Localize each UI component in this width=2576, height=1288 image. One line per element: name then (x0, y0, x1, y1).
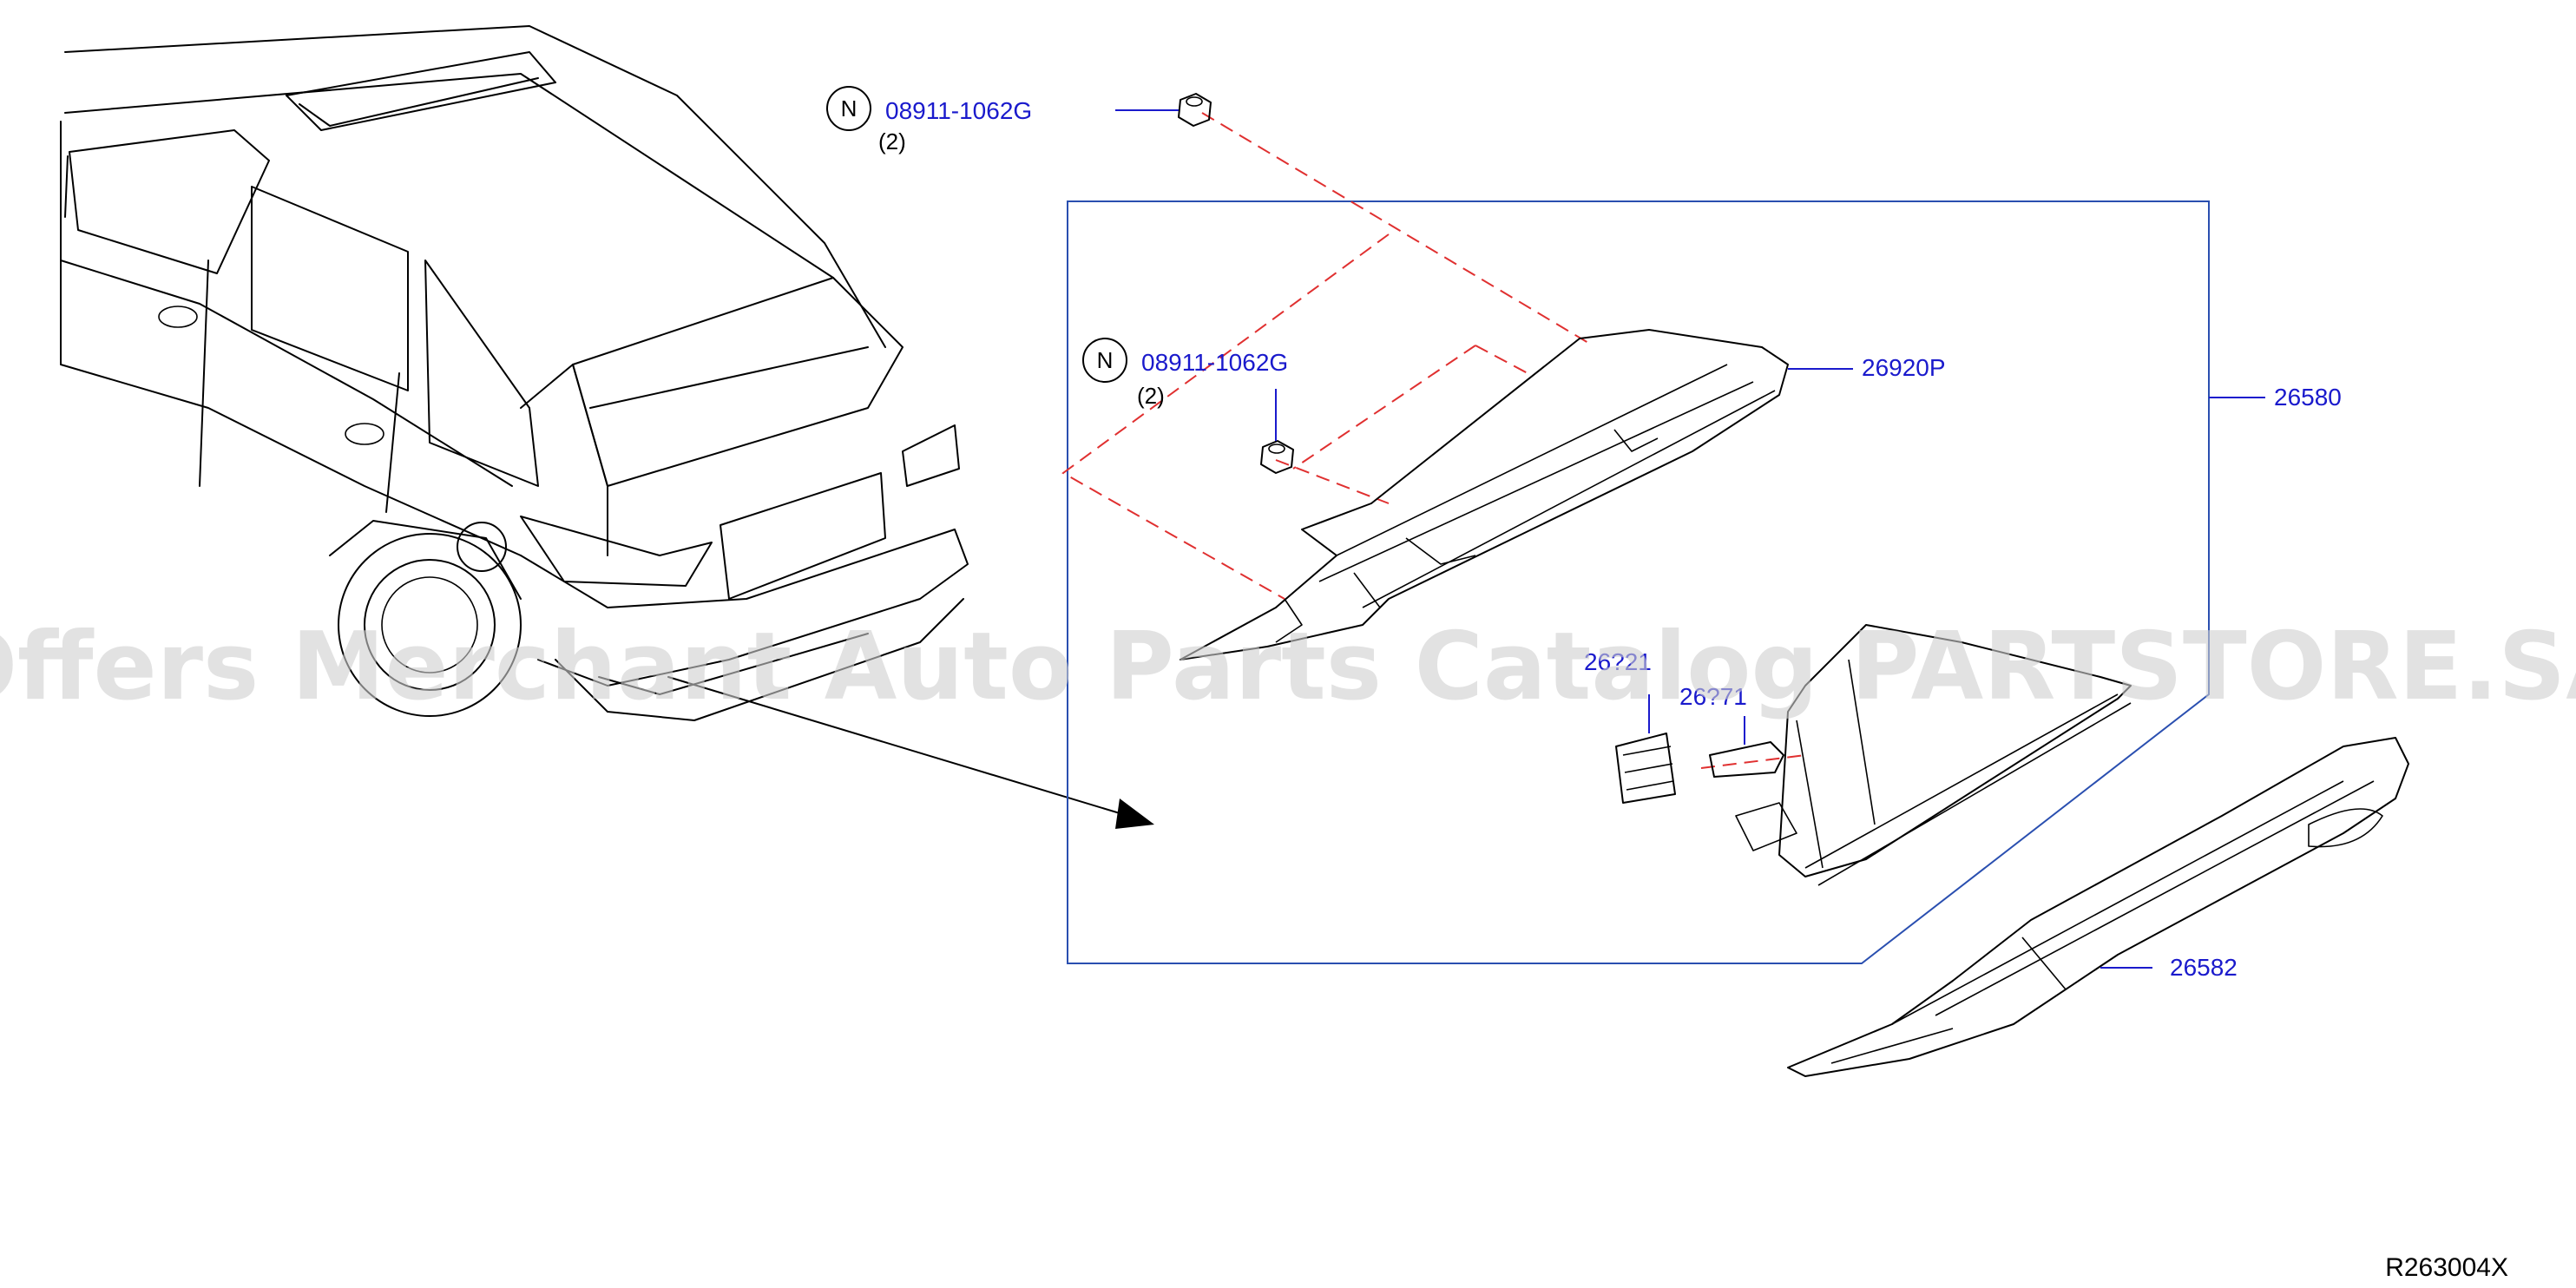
quantity-label: (2) (878, 128, 906, 154)
diagram-reference-code: R263004X (2385, 1253, 2508, 1282)
quantity-label: (2) (1137, 383, 1165, 409)
lamp-bracket-part (1180, 329, 1789, 660)
notation-badge-letter: N (841, 95, 858, 122)
bulb-part (1709, 716, 1784, 778)
nut-icon (1115, 93, 1212, 127)
part-number-label[interactable]: 26580 (2274, 384, 2342, 411)
part-number-label[interactable]: 08911-1062G (1141, 349, 1288, 376)
explode-lines (1061, 112, 1806, 769)
part-number-label[interactable]: 26920P (1862, 354, 1946, 381)
vehicle-illustration (60, 25, 1154, 829)
assembly-frame (1067, 200, 2210, 964)
finisher-cover-part (1787, 737, 2409, 1077)
nut-icon (1260, 389, 1294, 474)
part-number-label[interactable]: 26?71 (1679, 683, 1747, 710)
notation-badge (826, 86, 871, 131)
notation-badge (1082, 338, 1127, 383)
notation-badge-letter: N (1097, 347, 1114, 373)
high-mount-lamp-housing (1735, 624, 2132, 886)
part-number-label[interactable]: 26582 (2170, 954, 2238, 981)
part-number-label[interactable]: 26?21 (1584, 648, 1652, 675)
part-number-label[interactable]: 08911-1062G (885, 97, 1032, 124)
bulb-socket-part (1615, 694, 1676, 804)
watermark-text: Offers Merchant Auto Parts Catalog PARTS… (0, 613, 2576, 721)
